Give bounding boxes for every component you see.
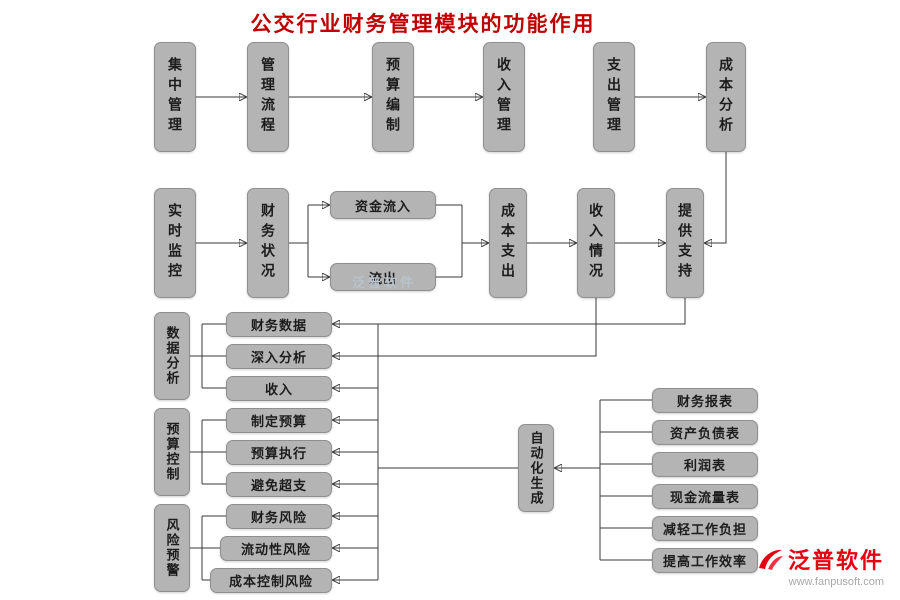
node-expenditure-management: 支出管理	[593, 42, 635, 152]
faint-watermark: 泛普软件	[352, 275, 417, 290]
group-budget-control: 预算控制	[154, 408, 190, 496]
node-cost-analysis: 成本分析	[706, 42, 746, 152]
node-cost-expenditure: 成本支出	[489, 188, 527, 298]
node-reduce-workload: 减轻工作负担	[652, 516, 758, 541]
node-cost-control-risk: 成本控制风险	[210, 568, 332, 593]
node-income-situation: 收入情况	[577, 188, 615, 298]
node-capital-inflow: 资金流入	[330, 191, 436, 219]
node-management-process: 管理流程	[247, 42, 289, 152]
node-balance-sheet: 资产负债表	[652, 420, 758, 445]
brand-name: 泛普软件	[787, 548, 884, 573]
node-auto-generation: 自动化生成	[518, 424, 554, 512]
group-data-analysis: 数据分析	[154, 312, 190, 400]
connector	[599, 399, 652, 561]
node-budget-execution: 预算执行	[226, 440, 332, 465]
group-risk-warning: 风险预警	[154, 504, 190, 592]
node-financial-data: 财务数据	[226, 312, 332, 337]
node-centralized-management: 集中管理	[154, 42, 196, 152]
connector	[436, 204, 463, 278]
node-budget-preparation: 预算编制	[372, 42, 414, 152]
node-financial-status: 财务状况	[247, 188, 289, 298]
node-improve-efficiency: 提高工作效率	[652, 548, 758, 573]
node-revenue-management: 收入管理	[483, 42, 525, 152]
connector	[190, 515, 226, 581]
node-provide-support: 提供支持	[666, 188, 704, 298]
node-income: 收入	[226, 376, 332, 401]
brand-logo-icon	[758, 549, 783, 570]
node-cash-flow-statement: 现金流量表	[652, 484, 758, 509]
node-financial-risk: 财务风险	[226, 504, 332, 529]
node-profit-statement: 利润表	[652, 452, 758, 477]
connector	[190, 323, 226, 389]
node-capital-outflow: 流出	[330, 263, 436, 291]
connector	[332, 298, 686, 324]
node-realtime-monitoring: 实时监控	[154, 188, 196, 298]
brand-watermark: 泛普软件 www.fanpusoft.com	[756, 543, 884, 588]
node-budget-making: 制定预算	[226, 408, 332, 433]
connector	[332, 298, 597, 356]
brand-url: www.fanpusoft.com	[788, 576, 884, 588]
node-financial-report: 财务报表	[652, 388, 758, 413]
node-liquidity-risk: 流动性风险	[220, 536, 332, 561]
connector	[289, 205, 309, 277]
node-deep-analysis: 深入分析	[226, 344, 332, 369]
node-avoid-overspend: 避免超支	[226, 472, 332, 497]
diagram-title: 公交行业财务管理模块的功能作用	[250, 13, 596, 36]
connector	[704, 152, 727, 243]
connector	[190, 419, 226, 485]
